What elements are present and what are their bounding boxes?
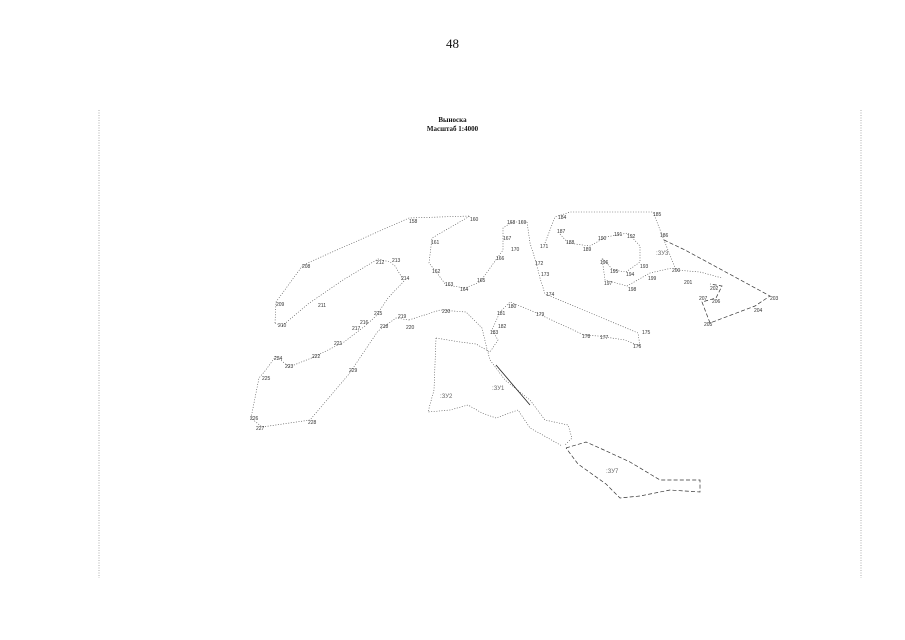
map-title-block: Выноска Масштаб 1:4000: [0, 116, 905, 134]
point-label: 193: [640, 264, 649, 270]
point-label: 210: [278, 323, 287, 329]
point-label: 190: [598, 236, 607, 242]
point-label: 195: [610, 269, 619, 275]
point-label: 187: [557, 229, 566, 235]
point-label: 213: [392, 258, 401, 264]
point-label: 204: [754, 308, 763, 314]
point-label: 186: [660, 233, 669, 239]
point-label: 223: [285, 364, 294, 370]
parcel-boundary-2: [274, 258, 405, 327]
page-number: 48: [446, 36, 459, 51]
point-label: 224: [274, 356, 283, 362]
parcel-boundary-9: [427, 337, 563, 447]
parcel-boundary-10: [495, 364, 531, 406]
parcel-label-zu3: :ЗУ3: [656, 251, 669, 257]
point-labels: 158 160 161 162 163 164 165 166 167 168 …: [250, 212, 779, 432]
parcel-label-zu7: :ЗУ7: [606, 469, 619, 475]
point-label: 227: [256, 426, 265, 432]
point-label: 182: [498, 324, 507, 330]
point-label: 162: [432, 269, 441, 275]
point-label: 175: [642, 330, 651, 336]
point-label: 217: [352, 326, 361, 332]
point-label: 174: [546, 292, 555, 298]
point-label: 192: [627, 234, 636, 240]
parcel-boundary-6: [559, 232, 673, 287]
point-label: 180: [508, 304, 517, 310]
point-label: 166: [496, 256, 505, 262]
point-label: 200: [672, 268, 681, 274]
point-label: 167: [503, 236, 512, 242]
point-label: 202: [710, 286, 719, 292]
point-label: 220: [406, 325, 415, 331]
point-label: 191: [614, 232, 623, 238]
point-label: 207: [699, 296, 708, 302]
parcel-label-zu2: :ЗУ2: [440, 394, 453, 400]
point-label: 184: [558, 215, 567, 221]
point-label: 185: [653, 212, 662, 218]
parcel-boundary-4: [491, 221, 641, 347]
point-label: 225: [262, 376, 271, 382]
parcel-boundary-7: [663, 239, 771, 324]
map-title: Выноска: [438, 116, 467, 124]
point-label: 218: [380, 324, 389, 330]
point-label: 178: [582, 334, 591, 340]
point-label: 230: [442, 309, 451, 315]
point-label: 161: [431, 240, 440, 246]
point-label: 168: [507, 220, 516, 226]
point-label: 163: [445, 282, 454, 288]
point-label: 170: [511, 247, 520, 253]
point-label: 216: [360, 320, 369, 326]
point-label: 201: [684, 280, 693, 286]
point-label: 164: [460, 287, 469, 293]
point-label: 205: [704, 322, 713, 328]
point-label: 189: [583, 247, 592, 253]
point-label: 215: [374, 311, 383, 317]
parcel-boundary-12: [565, 441, 701, 499]
point-label: 188: [566, 240, 575, 246]
point-label: 206: [712, 299, 721, 305]
parcel-boundary-1: [274, 215, 527, 324]
point-label: 214: [401, 276, 410, 282]
point-label: 183: [490, 330, 499, 336]
point-label: 199: [648, 276, 657, 282]
point-label: 181: [497, 311, 506, 317]
point-label: 160: [470, 217, 479, 223]
point-label: 173: [541, 272, 550, 278]
parcel-boundary-3: [250, 317, 410, 428]
point-label: 228: [308, 420, 317, 426]
point-label: 176: [633, 344, 642, 350]
point-label: 219: [398, 314, 407, 320]
point-label: 196: [600, 260, 609, 266]
point-label: 165: [477, 278, 486, 284]
point-label: 226: [250, 416, 259, 422]
parcel-boundary-11: [435, 329, 499, 353]
parcel-label-zu1: :ЗУ1: [492, 386, 505, 392]
point-label: 211: [318, 303, 326, 309]
point-label: 221: [334, 341, 343, 347]
point-label: 209: [276, 302, 285, 308]
point-label: 171: [540, 244, 549, 250]
point-label: 197: [604, 281, 613, 287]
point-label: 203: [770, 296, 779, 302]
point-label: 169: [518, 220, 527, 226]
point-label: 177: [600, 335, 609, 341]
point-label: 208: [302, 264, 311, 270]
point-label: 179: [536, 312, 545, 318]
point-label: 222: [312, 354, 321, 360]
point-label: 198: [628, 287, 637, 293]
point-label: 212: [376, 260, 385, 266]
point-label: 158: [409, 219, 418, 225]
point-label: 194: [626, 272, 635, 278]
point-label: 229: [349, 368, 358, 374]
map-scale: Масштаб 1:4000: [426, 125, 479, 133]
point-label: 172: [535, 261, 544, 267]
